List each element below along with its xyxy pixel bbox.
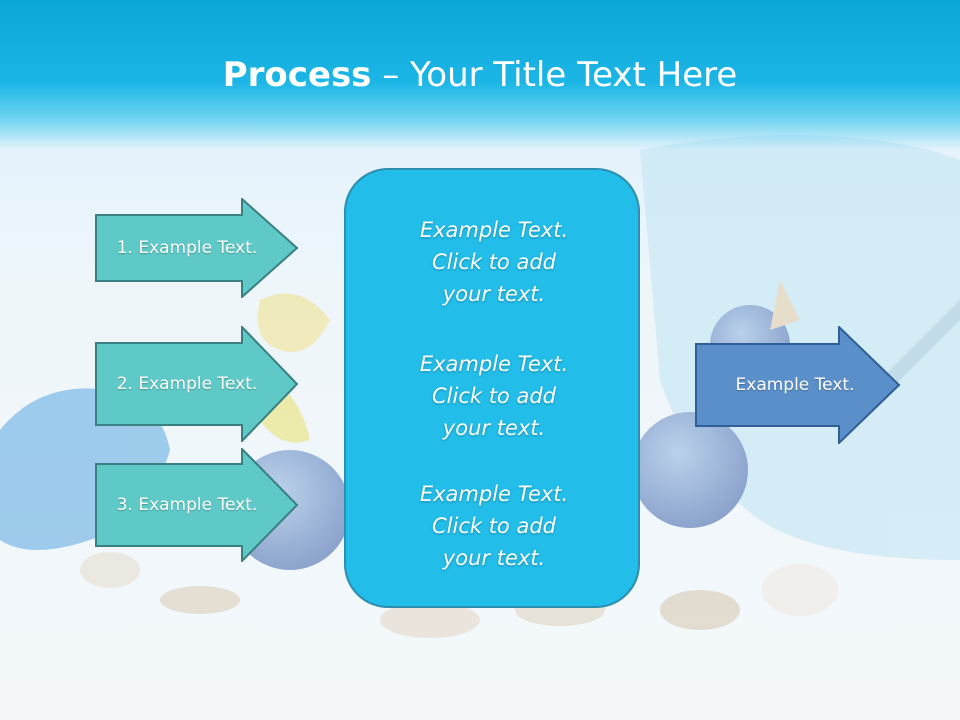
step-arrow-3[interactable]: 3. Example Text.: [95, 448, 299, 562]
title-rest: – Your Title Text Here: [371, 55, 738, 95]
arrow-right-icon: [95, 198, 299, 298]
center-text-line: Example Text.: [419, 482, 569, 506]
center-text-block-1[interactable]: Example Text. Click to add your text.: [346, 214, 642, 310]
step-arrow-1[interactable]: 1. Example Text.: [95, 198, 299, 298]
title-bold: Process: [222, 55, 372, 95]
step-arrow-1-label: 1. Example Text.: [116, 238, 258, 258]
title-bar: [0, 0, 960, 150]
center-text-line: Example Text.: [419, 218, 569, 242]
center-text-line: Click to add: [431, 250, 556, 274]
slide-title[interactable]: Process – Your Title Text Here: [0, 54, 960, 96]
result-arrow[interactable]: Example Text.: [695, 326, 901, 444]
arrow-right-icon: [95, 326, 299, 442]
arrow-right-icon: [95, 448, 299, 562]
step-arrow-2-label: 2. Example Text.: [116, 374, 258, 394]
center-text-line: Click to add: [431, 514, 556, 538]
center-text-line: your text.: [442, 546, 546, 570]
arrow-right-icon: [695, 326, 901, 444]
step-arrow-2[interactable]: 2. Example Text.: [95, 326, 299, 442]
step-arrow-3-label: 3. Example Text.: [116, 495, 258, 515]
center-text-line: your text.: [442, 416, 546, 440]
result-arrow-label: Example Text.: [735, 375, 855, 395]
center-text-line: Click to add: [431, 384, 556, 408]
center-text-box[interactable]: Example Text. Click to add your text. Ex…: [344, 168, 640, 608]
center-text-block-3[interactable]: Example Text. Click to add your text.: [346, 478, 642, 574]
center-text-block-2[interactable]: Example Text. Click to add your text.: [346, 348, 642, 444]
center-text-line: your text.: [442, 282, 546, 306]
center-text-line: Example Text.: [419, 352, 569, 376]
